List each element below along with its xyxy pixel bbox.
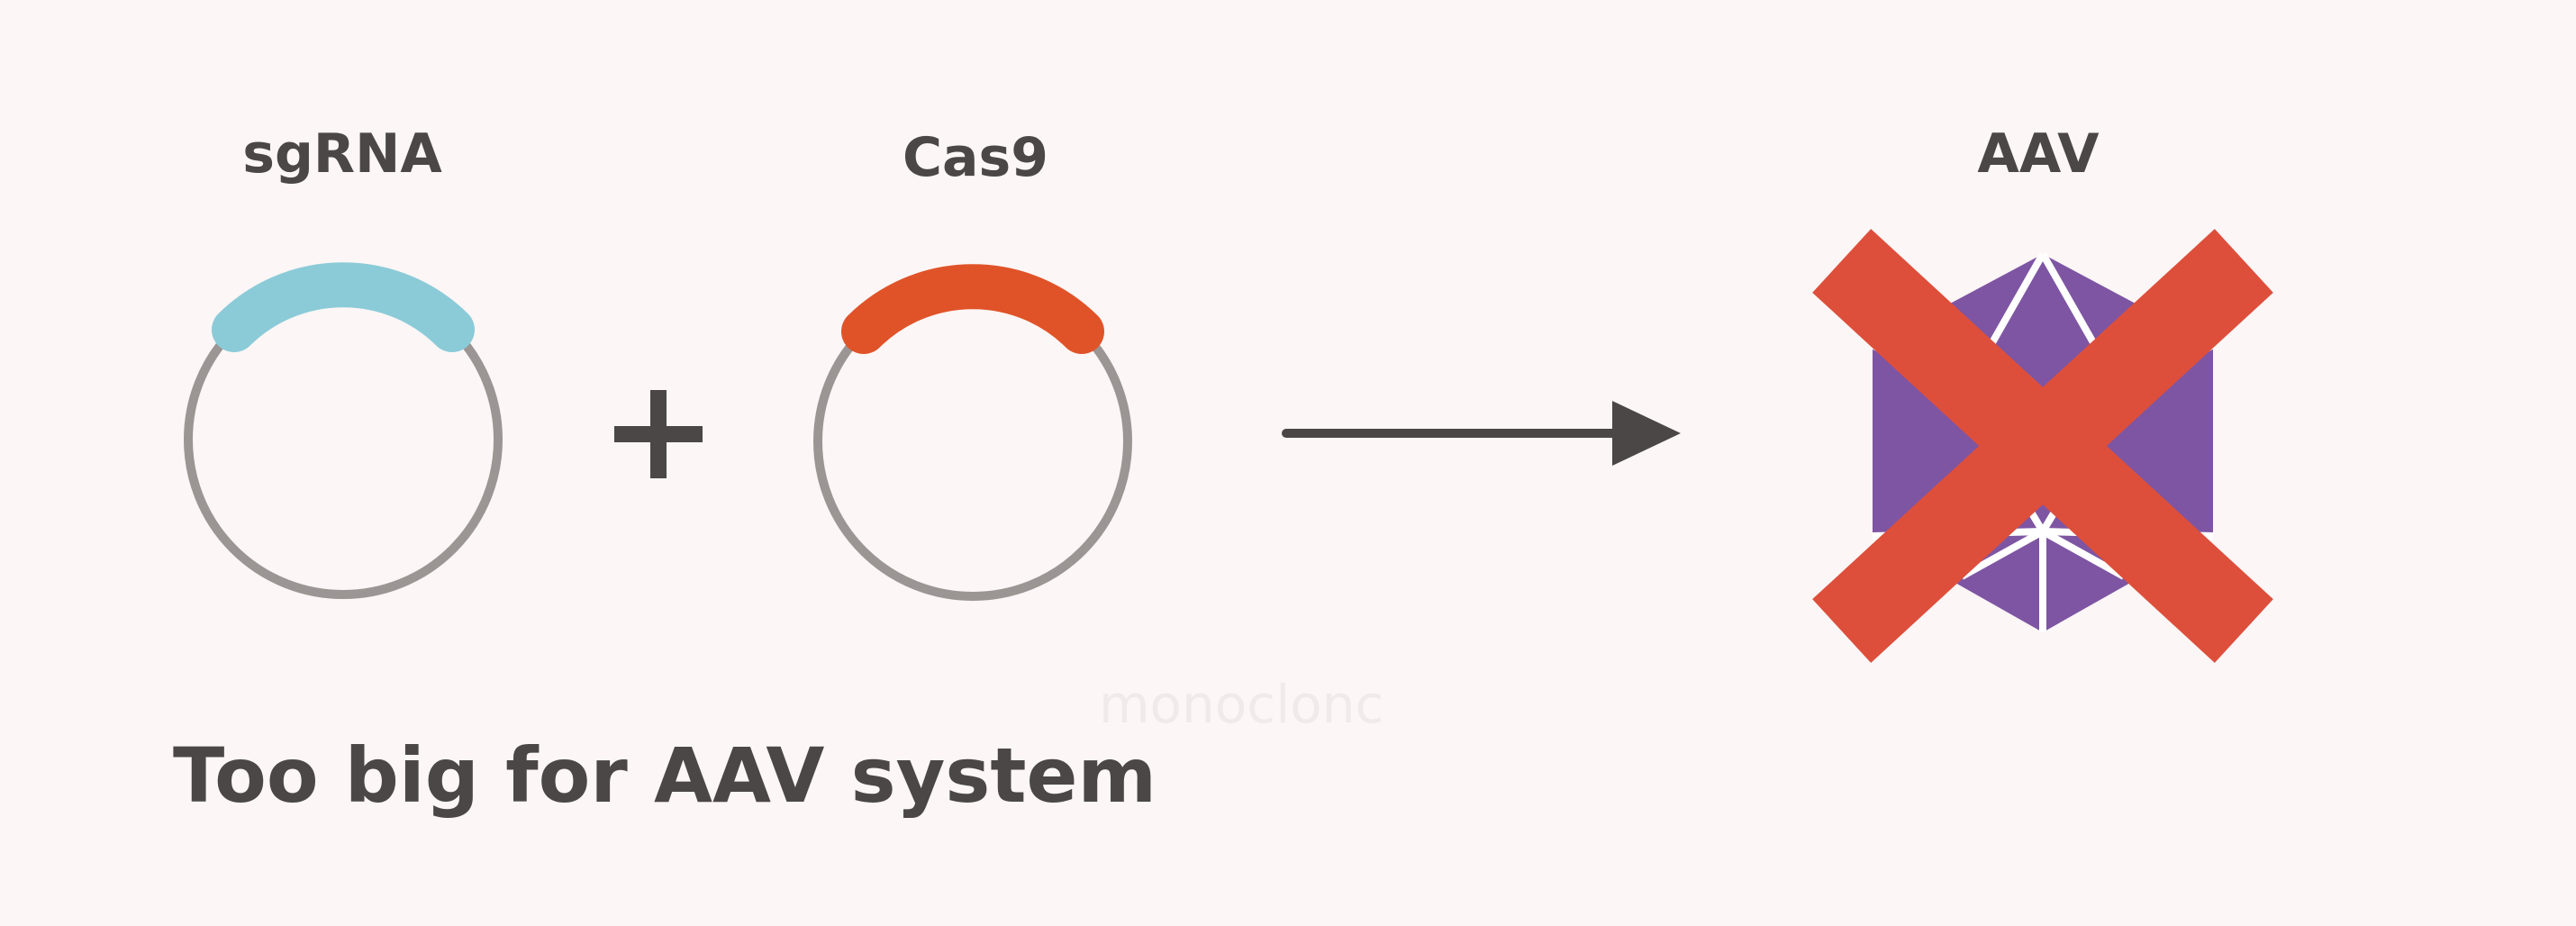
sgrna-label: sgRNA	[242, 123, 442, 186]
arrow-right-icon	[1282, 401, 1681, 466]
sgrna-insert	[212, 262, 475, 352]
sgrna-plasmid-icon	[184, 262, 503, 599]
cas9-plasmid-icon	[813, 264, 1132, 601]
cas9-label: Cas9	[903, 126, 1048, 189]
cross-icon	[1812, 229, 2273, 663]
cas9-insert	[841, 264, 1104, 354]
watermark: monoclonc	[1099, 674, 1384, 735]
plus-icon	[614, 390, 703, 478]
aav-label: AAV	[1977, 123, 2100, 186]
caption: Too big for AAV system	[173, 731, 1156, 820]
